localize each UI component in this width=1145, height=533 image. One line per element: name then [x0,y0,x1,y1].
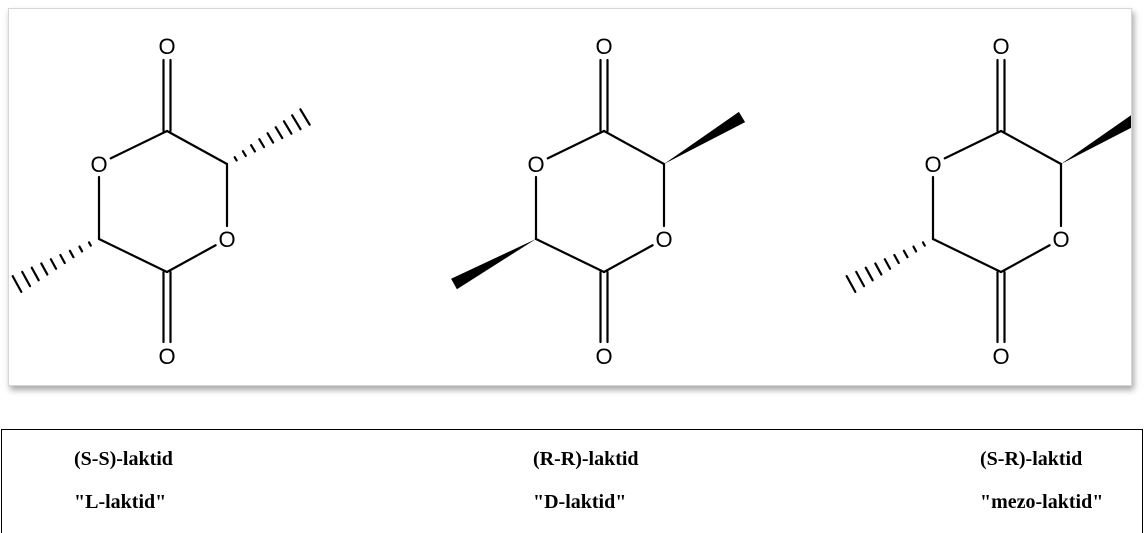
mol-2-oxygen-ring-left: O [527,152,544,177]
trivial-name-3: "mezo-laktid" [980,491,1104,513]
mol-2-oxygen-carbonyl-bottom: O [595,344,612,369]
mol-1-methyl-top-hash-hash-4 [258,138,266,149]
mol-1-oxygen-carbonyl-top: O [158,34,175,59]
mol-1-methyl-top-hash-hash-5 [266,132,275,144]
mol-1-methyl-bottom-hash-hash-5 [49,258,58,270]
mol-2-methyl-bottom-wedge [451,239,536,290]
mol-1-bond-o2-c3 [165,244,217,274]
mol-1-methyl-top-hash-hash-8 [291,114,302,131]
mol-3-oxygen-carbonyl-top: O [992,34,1009,59]
structures-panel: O O O O O O O O O O O O [8,8,1132,386]
mol-1-methyl-bottom-hash-hash-6 [40,262,49,276]
structure-name-1: (S-S)-laktid [74,448,173,470]
mol-1-methyl-top-hash-hash-3 [250,144,256,153]
mol-1-methyl-top-hash-hash-6 [274,126,284,140]
mol-3-methyl-bottom-hash-hash-2 [912,245,918,253]
mol-3-bond-c3-c4 [931,237,1003,274]
mol-1-oxygen-ring-right: O [218,227,235,252]
mol-2-bond-o2-c3 [602,244,654,274]
mol-1-methyl-top-hash-hash-2 [241,150,247,158]
lactide-structures-svg: O O O O O O O O O O O O [11,34,1131,369]
mol-1-methyl-bottom-hash-hash-9 [11,275,23,293]
mol-3-methyl-bottom-hash-hash-5 [883,258,892,270]
mol-2-bond-c3-c4 [534,237,606,274]
mol-3-oxygen-carbonyl-bottom: O [992,344,1009,369]
mol-3-methyl-bottom-hash-hash-3 [902,249,909,259]
mol-2-bond-o1-c1 [546,129,606,160]
mol-3-methyl-bottom-hash-hash-7 [864,266,874,282]
mol-3-bond-c1-c2 [999,129,1063,166]
mol-1-methyl-bottom-hash-hash-3 [68,249,75,259]
mol-1-bond-c3-c4 [97,237,169,274]
mol-3-oxygen-ring-left: O [924,152,941,177]
mol-1-oxygen-ring-left: O [90,152,107,177]
mol-1-methyl-bottom-hash-hash-1 [87,241,92,247]
caption-column-1: (S-S)-laktid "L-laktid" [2,430,382,533]
caption-column-2: (R-R)-laktid "D-laktid" [382,430,762,533]
mol-3-bond-o1-c1 [943,129,1003,160]
mol-1-oxygen-carbonyl-bottom: O [158,344,175,369]
mol-1-methyl-top-hash-hash-9 [299,108,311,126]
mol-3-oxygen-ring-right: O [1052,227,1069,252]
trivial-name-1: "L-laktid" [74,491,167,513]
mol-3-methyl-bottom-hash-hash-4 [893,253,900,265]
caption-table: (S-S)-laktid "L-laktid" (R-R)-laktid "D-… [1,429,1143,533]
caption-column-3: (S-R)-laktid "mezo-laktid" [762,430,1142,533]
structure-name-2: (R-R)-laktid [533,448,639,470]
mol-2-methyl-top-wedge [664,111,746,164]
mol-1-bond-o1-c1 [109,129,169,160]
mol-3-methyl-bottom-hash-hash-1 [921,241,926,247]
mol-3-methyl-bottom-hash-hash-6 [874,262,883,276]
mol-1-methyl-bottom-hash-hash-2 [78,245,84,253]
mol-3-methyl-bottom-hash-hash-8 [855,270,866,288]
mol-2-oxygen-ring-right: O [655,227,672,252]
mol-2-oxygen-carbonyl-top: O [595,34,612,59]
mol-1-methyl-bottom-hash-hash-8 [21,270,32,288]
mol-2-bond-c1-c2 [602,129,666,166]
mol-1-bond-c1-c2 [165,129,229,166]
structure-name-3: (S-R)-laktid [980,448,1083,470]
mol-1-methyl-bottom-hash-hash-4 [59,253,66,265]
mol-1-methyl-bottom-hash-hash-7 [30,266,40,282]
mol-1-methyl-top-hash-hash-1 [233,156,238,162]
mol-3-methyl-bottom-hash-hash-9 [845,275,857,293]
mol-1-methyl-top-hash-hash-7 [282,120,293,135]
mol-3-bond-o2-c3 [999,244,1051,274]
mol-3-methyl-top-wedge [1061,115,1131,164]
trivial-name-2: "D-laktid" [533,491,627,513]
